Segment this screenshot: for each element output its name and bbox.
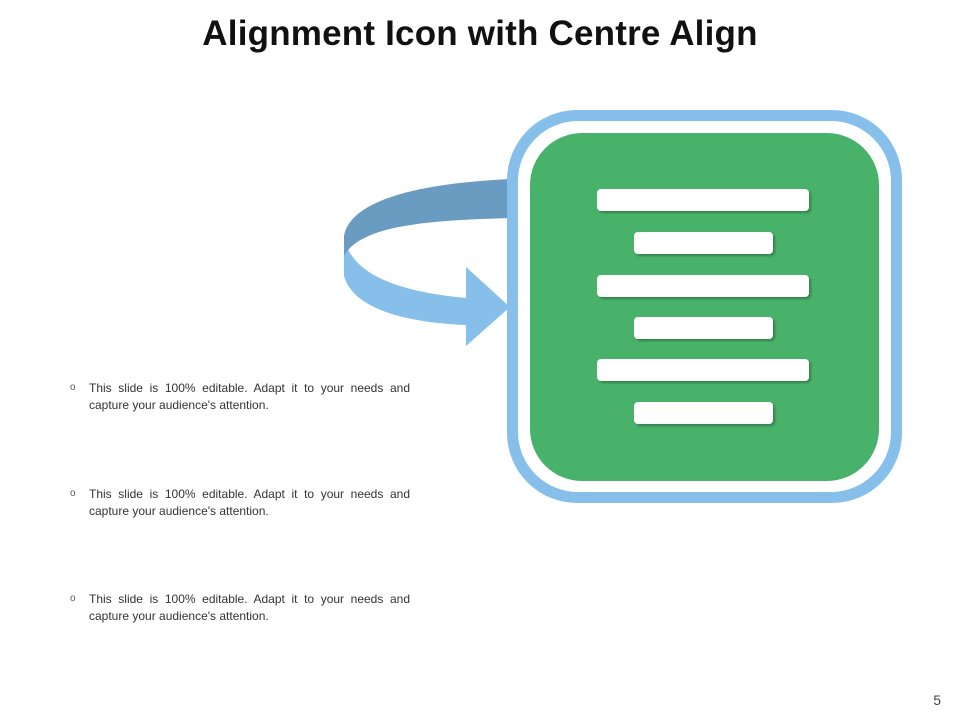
curved-arrow-icon — [344, 179, 512, 346]
bullet-text: This slide is 100% editable. Adapt it to… — [89, 381, 410, 412]
bullet-marker: o — [70, 382, 76, 393]
align-line-long-2 — [597, 275, 809, 297]
align-line-short-1 — [634, 232, 773, 254]
bullet-item: o This slide is 100% editable. Adapt it … — [70, 380, 410, 413]
align-line-long-3 — [597, 359, 809, 381]
page-title: Alignment Icon with Centre Align — [202, 14, 758, 53]
arrow-band-upper — [344, 179, 512, 256]
bullet-marker: o — [70, 488, 76, 499]
centre-align-icon — [507, 110, 902, 503]
bullet-item: o This slide is 100% editable. Adapt it … — [70, 486, 410, 519]
arrow-band-lower — [344, 236, 510, 346]
align-line-long-1 — [597, 189, 809, 211]
icon-fill — [530, 133, 879, 481]
bullet-marker: o — [70, 593, 76, 604]
bullet-text: This slide is 100% editable. Adapt it to… — [89, 592, 410, 623]
bullet-item: o This slide is 100% editable. Adapt it … — [70, 591, 410, 624]
page-number: 5 — [933, 692, 941, 708]
align-line-short-3 — [634, 402, 773, 424]
align-line-short-2 — [634, 317, 773, 339]
bullet-text: This slide is 100% editable. Adapt it to… — [89, 487, 410, 518]
